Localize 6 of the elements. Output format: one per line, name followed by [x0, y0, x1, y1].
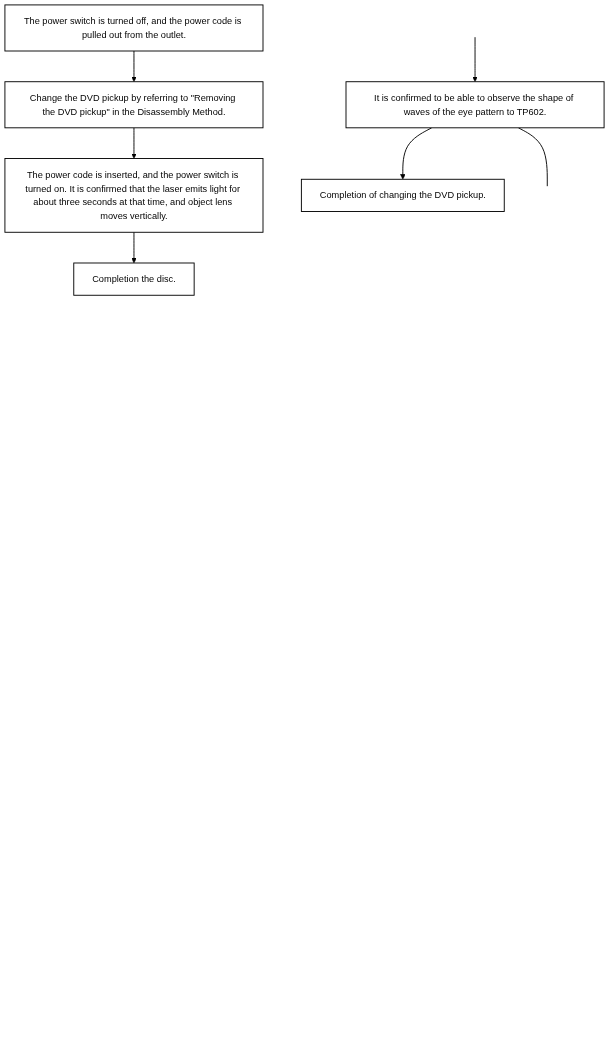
- process-box: It is confirmed to be able to observe the shape of waves of the eye pattern to TP602.: [345, 81, 605, 129]
- process-box: The power code is inserted, and the power switch is turned on. It is confirmed that the laser emits light for about three seconds at that time, and object lens moves vertically.: [4, 158, 264, 233]
- process-box: Completion of changing the DVD pickup.: [300, 178, 505, 212]
- process-box: Completion the disc.: [73, 262, 195, 296]
- process-box: The power switch is turned off, and the power code is pulled out from the outlet.: [4, 4, 264, 52]
- process-box: Change the DVD pickup by referring to "Removing the DVD pickup" in the Disassembly Method.: [4, 81, 264, 129]
